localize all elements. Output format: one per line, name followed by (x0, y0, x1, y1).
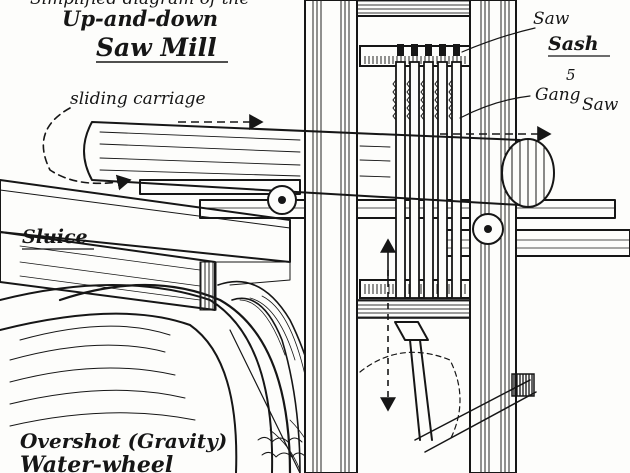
title-line-2: Up-and-down (62, 6, 218, 31)
log (83, 121, 555, 208)
sluice-trough (0, 179, 291, 311)
title-line-1: Simplified diagram of the (30, 0, 250, 9)
crank-mechanism (359, 321, 537, 453)
sluice-label: Sluice (22, 226, 88, 248)
waterwheel-label-1: Overshot (Gravity) (20, 429, 227, 453)
saw-sash-label-2: Sash (548, 33, 599, 55)
sliding-carriage-label: sliding carriage (70, 89, 206, 109)
carriage-rollers (267, 185, 504, 245)
motion-arrows (42, 107, 552, 412)
gang-saw-label-1: 5 (566, 66, 576, 84)
gang-saw-label-3: Saw (582, 95, 619, 115)
diagram-labels: Simplified diagram of the Up-and-down Sa… (20, 0, 619, 473)
title-line-3: Saw Mill (96, 33, 217, 62)
leader-lines (459, 27, 536, 119)
waterwheel-label-2: Water-wheel (20, 452, 173, 473)
gang-saw-label-2: Gang (535, 85, 581, 105)
gang-saw-blades (392, 44, 462, 299)
saw-sash-label-1: Saw (533, 9, 570, 29)
carriage-rails (139, 179, 630, 257)
